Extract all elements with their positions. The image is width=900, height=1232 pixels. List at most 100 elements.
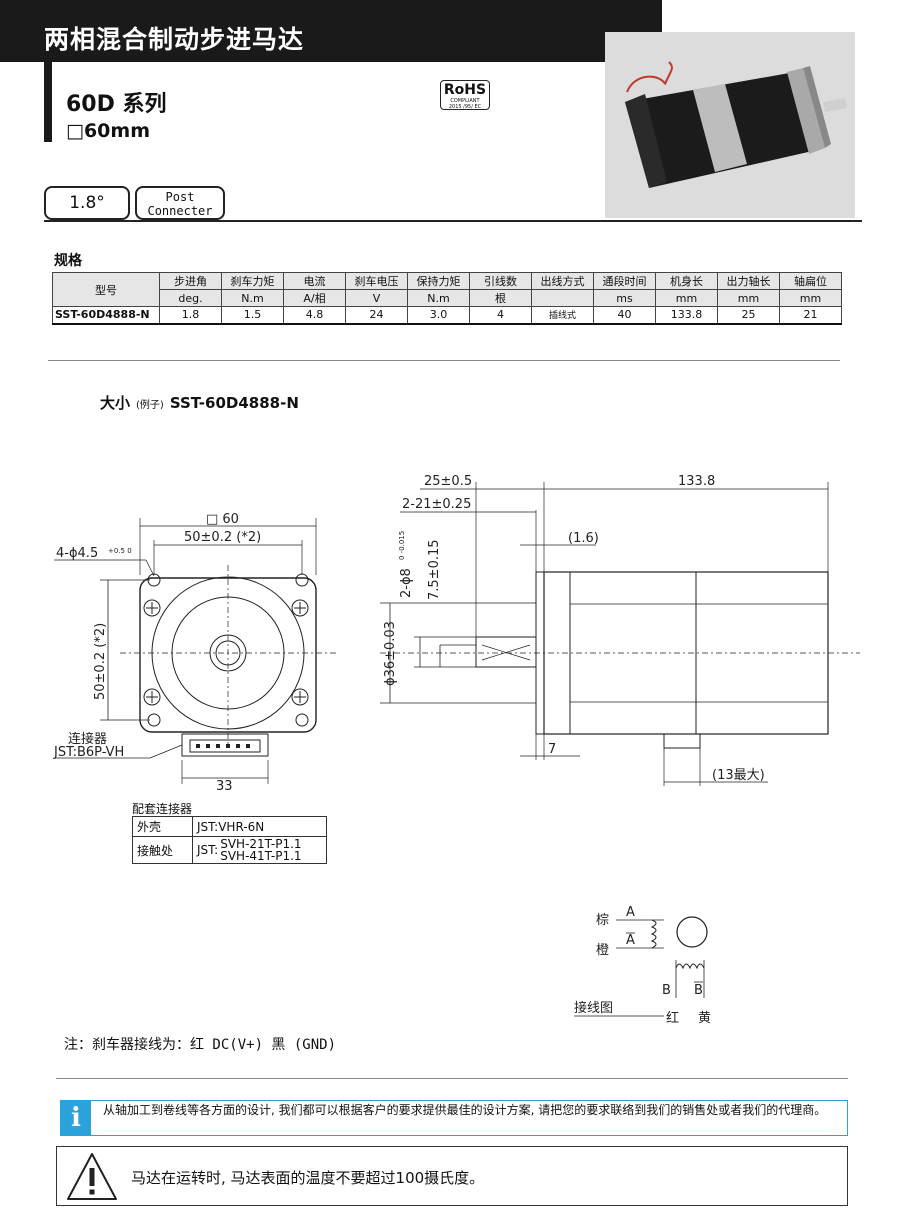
value-cell: 插线式 [531, 306, 594, 324]
value-cell: 133.8 [655, 306, 718, 324]
mating-row-housing: 外壳 JST:VHR-6N [132, 816, 327, 837]
flange-gap-label: (1.6) [568, 531, 599, 546]
spec-header-row: 型号 步进角 刹车力矩 电流 刹车电压 保持力矩 引线数 出线方式 通段时间 机… [52, 272, 842, 307]
mating-key: 外壳 [132, 816, 193, 837]
value-cell: 24 [345, 306, 408, 324]
spec-data-row: SST-60D4888-N 1.8 1.5 4.8 24 3.0 4 插线式 4… [52, 306, 842, 324]
info-text: 从轴加工到卷线等各方面的设计, 我们都可以根据客户的要求提供最佳的设计方案, 请… [103, 1103, 827, 1117]
motor-photo [605, 32, 855, 218]
brake-wiring-note: 注：刹车器接线为：红 DC(V+) 黑 (GND) [64, 1037, 337, 1053]
phase-a-label: A [626, 905, 635, 920]
col-lead-count: 引线数 [469, 272, 532, 290]
info-box: i 从轴加工到卷线等各方面的设计, 我们都可以根据客户的要求提供最佳的设计方案,… [60, 1100, 848, 1136]
value-cell: 4.8 [283, 306, 346, 324]
mating-contact-prefix: JST: [197, 843, 219, 857]
dimension-title-model: SST-60D4888-N [169, 394, 299, 412]
rohs-directive-text: 2015 /95/ EC [448, 104, 482, 110]
pilot-diameter-label: ϕ36±0.03 [383, 621, 398, 686]
hole-label: 4-ϕ4.5 [56, 546, 98, 561]
unit-cell: 根 [469, 289, 532, 307]
spec-heading: 规格 [54, 253, 82, 269]
info-icon: i [61, 1101, 91, 1135]
shaft-length-label: 25±0.5 [424, 474, 472, 489]
model-cell: SST-60D4888-N [52, 306, 160, 324]
connector-type-tag: Post Connecter [135, 186, 225, 220]
col-step-angle: 步进角 [159, 272, 222, 290]
unit-cell: mm [655, 289, 718, 307]
phase-b-bar-label: B [694, 983, 703, 998]
section-divider [48, 360, 840, 361]
series-name: 60D 系列 [66, 92, 167, 117]
mating-row-contact: 接触处 JST: SVH-21T-P1.1 SVH-41T-P1.1 [132, 836, 327, 864]
motor-photo-drawing [625, 61, 847, 188]
unit-cell: deg. [159, 289, 222, 307]
dimension-title-example: (例子) [136, 400, 164, 411]
value-cell: 21 [779, 306, 842, 324]
series-accent-rule [44, 62, 52, 142]
connector-label-line2: JST:B6P-VH [53, 745, 124, 760]
mating-value: JST:VHR-6N [192, 816, 327, 837]
rohs-logo-text: RoHS [443, 82, 487, 98]
section-divider-lower [56, 1078, 848, 1079]
warning-icon [67, 1153, 117, 1200]
col-wiring-type: 出线方式 [531, 272, 594, 290]
mating-contact-line1: SVH-21T-P1.1 [220, 837, 302, 851]
rohs-logo: RoHS COMPLIANT 2015 /95/ EC [440, 80, 490, 110]
flat-length-label: 2-21±0.25 [402, 497, 471, 512]
connector-label-line1: 连接器 [68, 731, 107, 747]
side-view: 25±0.5 2-21±0.25 (1.6) 133.8 2-ϕ8 0 -0.0… [380, 474, 860, 786]
value-cell: 1.8 [159, 306, 222, 324]
wiring-caption: 接线图 [574, 1000, 613, 1016]
wire-orange-label: 橙 [596, 943, 609, 958]
wiring-diagram: 棕 橙 A A B B 接线图 红 黄 [574, 905, 711, 1026]
unit-cell: N.m [221, 289, 284, 307]
connector-tag-line1: Post [165, 190, 195, 204]
spec-table: 型号 步进角 刹车力矩 电流 刹车电压 保持力矩 引线数 出线方式 通段时间 机… [52, 272, 842, 325]
unit-cell: mm [779, 289, 842, 307]
value-cell: 3.0 [407, 306, 470, 324]
wire-red-label: 红 [666, 1010, 679, 1026]
connector-width-label: 33 [216, 779, 233, 794]
dimension-title-prefix: 大小 [100, 394, 131, 412]
title-bar: 两相混合制动步进马达 [0, 0, 662, 62]
flange-thickness-label: 7 [548, 742, 556, 757]
mating-value: JST: SVH-21T-P1.1 SVH-41T-P1.1 [192, 836, 327, 864]
col-brake-torque: 刹车力矩 [221, 272, 284, 290]
col-shaft-flat: 轴扁位 [779, 272, 842, 290]
unit-cell [531, 289, 594, 307]
unit-cell: mm [717, 289, 780, 307]
col-brake-voltage: 刹车电压 [345, 272, 408, 290]
front-view: □ 60 50±0.2 (*2) 4-ϕ4.5 +0.5 0 50±0.2 (*… [53, 512, 336, 794]
shaft-diameter-tolerance-label: 0 -0.015 [398, 531, 406, 560]
overall-length-label: 133.8 [678, 474, 715, 489]
unit-cell: ms [593, 289, 656, 307]
connector-length-label: (13最大) [712, 768, 765, 783]
unit-cell: N.m [407, 289, 470, 307]
mating-connector-table: 外壳 JST:VHR-6N 接触处 JST: SVH-21T-P1.1 SVH-… [132, 816, 327, 864]
mating-contact-line2: SVH-41T-P1.1 [220, 849, 302, 863]
col-current: 电流 [283, 272, 346, 290]
value-cell: 4 [469, 306, 532, 324]
unit-cell: V [345, 289, 408, 307]
front-pitch-top-label: 50±0.2 (*2) [184, 530, 261, 545]
value-cell: 25 [717, 306, 780, 324]
phase-b-label: B [662, 983, 671, 998]
dimension-title: 大小 (例子) SST-60D4888-N [100, 392, 299, 413]
wire-yellow-label: 黄 [698, 1011, 711, 1026]
page-title: 两相混合制动步进马达 [44, 25, 305, 54]
unit-cell: A/相 [283, 289, 346, 307]
col-holding-torque: 保持力矩 [407, 272, 470, 290]
warning-text: 马达在运转时, 马达表面的温度不要超过100摄氏度。 [131, 1169, 485, 1187]
wire-brown-label: 棕 [596, 913, 609, 928]
tag-underline [44, 220, 862, 222]
front-pitch-side-label: 50±0.2 (*2) [93, 623, 108, 700]
mating-connector-caption: 配套连接器 [132, 802, 193, 816]
dimension-drawing: □ 60 50±0.2 (*2) 4-ϕ4.5 +0.5 0 50±0.2 (*… [53, 474, 860, 1026]
col-body-length: 机身长 [655, 272, 718, 290]
shaft-diameter-label: 2-ϕ8 [399, 568, 414, 598]
step-angle-tag: 1.8° [44, 186, 130, 220]
series-size: □60mm [66, 120, 150, 142]
col-on-time: 通段时间 [593, 272, 656, 290]
model-header: 型号 [52, 272, 160, 307]
value-cell: 1.5 [221, 306, 284, 324]
